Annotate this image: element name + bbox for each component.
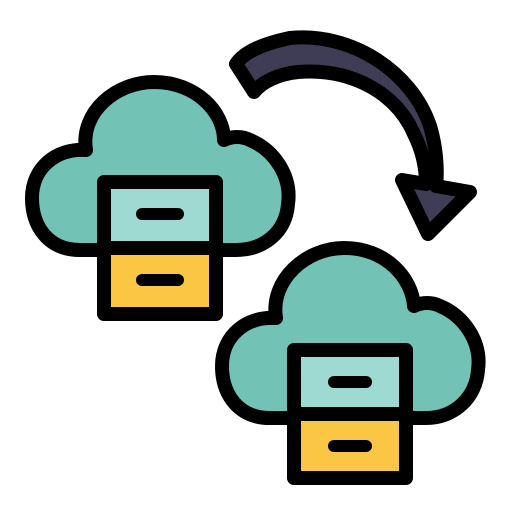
cloud-shape-bottom-right xyxy=(215,241,486,425)
cloud-server-bottom-right xyxy=(215,241,486,485)
server-drawer-bottom-right-lower xyxy=(287,407,413,485)
server-drawer-top-left-lower xyxy=(97,241,223,321)
transfer-arrow-body xyxy=(229,30,477,241)
cloud-server-top-left xyxy=(25,75,296,321)
cloud-shape-top-left xyxy=(25,75,296,257)
transfer-arrow-icon xyxy=(229,30,477,241)
